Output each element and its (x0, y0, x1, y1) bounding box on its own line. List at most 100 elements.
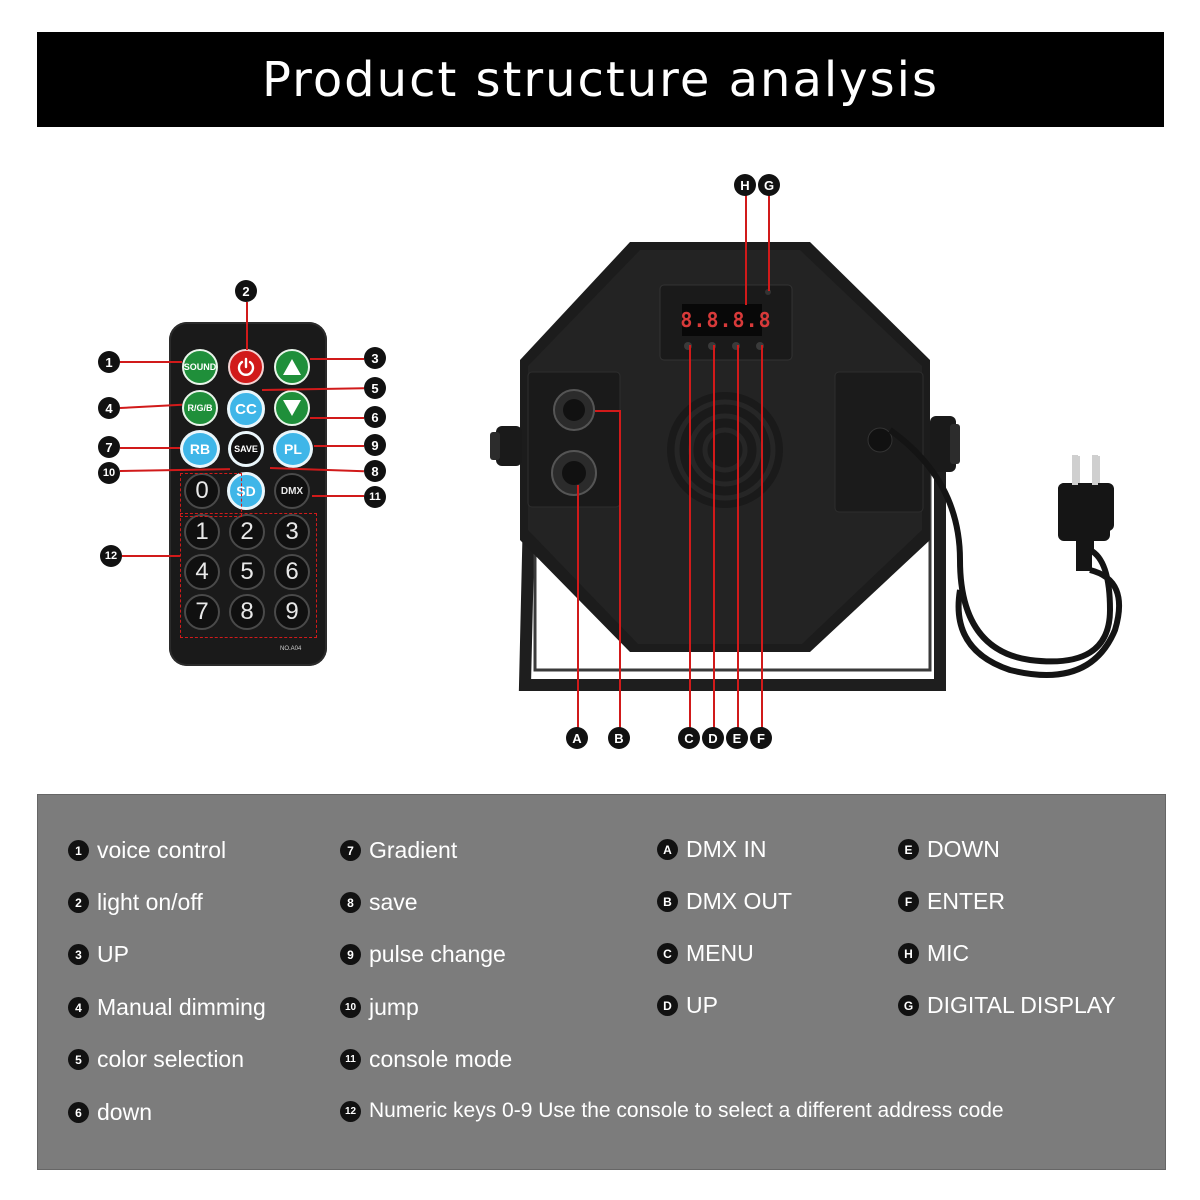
legend-marker: 10 (340, 997, 361, 1018)
remote-control: SOUND R/G/B CC RB SAVE PL 0 SD DMX 1 2 3… (169, 322, 327, 666)
leader-line-c (689, 345, 691, 728)
up-button (274, 349, 310, 385)
dmx-button: DMX (274, 473, 310, 509)
numeric-key: 2 (229, 514, 265, 550)
legend-item: 9 pulse change (340, 941, 506, 968)
marker-d: D (702, 727, 724, 749)
legend-label: Gradient (369, 837, 458, 863)
legend-marker: 5 (68, 1049, 89, 1070)
stage-light-illustration (490, 242, 1123, 691)
legend-label: DIGITAL DISPLAY (927, 992, 1116, 1018)
leader-line-3 (310, 358, 364, 360)
pl-button-label: PL (284, 441, 302, 457)
legend-marker: 11 (340, 1049, 361, 1070)
rb-button-label: RB (189, 441, 211, 457)
legend-label: MENU (686, 940, 754, 966)
numeric-key: 5 (229, 554, 265, 590)
dmx-button-label: DMX (280, 485, 304, 497)
legend-marker: 12 (340, 1100, 361, 1122)
digital-display-readout: 8.8.8.8 (680, 308, 772, 332)
marker-5: 5 (364, 377, 386, 399)
numeric-key: 0 (184, 473, 220, 509)
save-button: SAVE (228, 431, 264, 467)
legend-label: console mode (369, 1046, 513, 1072)
legend-marker: 6 (68, 1102, 89, 1123)
legend-label: ENTER (927, 888, 1005, 914)
legend-marker: D (657, 995, 678, 1016)
legend-marker: G (898, 995, 919, 1016)
pl-button: PL (273, 430, 313, 468)
legend-item: G DIGITAL DISPLAY (898, 992, 1116, 1019)
power-plug-icon (1058, 455, 1110, 571)
legend-label: save (369, 889, 418, 915)
rgb-button: R/G/B (182, 390, 218, 426)
legend-label: MIC (927, 940, 970, 966)
leader-line-6 (310, 417, 364, 419)
legend-item: 6 down (68, 1099, 152, 1126)
marker-2: 2 (235, 280, 257, 302)
marker-h: H (734, 174, 756, 196)
leader-line-2 (246, 302, 248, 350)
legend-item: 10 jump (340, 994, 419, 1021)
legend-label: down (97, 1099, 152, 1125)
leader-line-d (713, 345, 715, 728)
marker-c: C (678, 727, 700, 749)
marker-e: E (726, 727, 748, 749)
legend-label: color selection (97, 1046, 245, 1072)
legend-label: UP (97, 941, 129, 967)
marker-8: 8 (364, 460, 386, 482)
leader-line-b-top (595, 410, 621, 412)
marker-a: A (566, 727, 588, 749)
numeric-key: 4 (184, 554, 220, 590)
sound-button-label: SOUND (183, 362, 217, 372)
legend-item: 4 Manual dimming (68, 994, 266, 1021)
marker-3: 3 (364, 347, 386, 369)
leader-line-1 (120, 361, 182, 363)
legend-item: F ENTER (898, 888, 1005, 915)
leader-line-h (745, 195, 747, 305)
jump-highlight-box (180, 473, 242, 517)
legend-label: DMX IN (686, 836, 767, 862)
legend-label: voice control (97, 837, 227, 863)
legend-label: light on/off (97, 889, 203, 915)
marker-7: 7 (98, 436, 120, 458)
legend-item: 11 console mode (340, 1046, 512, 1073)
leader-line-12 (122, 555, 180, 557)
power-button (228, 349, 264, 385)
numeric-key: 1 (184, 514, 220, 550)
marker-9: 9 (364, 434, 386, 456)
legend-marker: 3 (68, 944, 89, 965)
legend-marker: F (898, 891, 919, 912)
legend-marker: 7 (340, 840, 361, 861)
rb-button: RB (180, 430, 220, 468)
legend-label: Manual dimming (97, 994, 266, 1020)
legend-marker: 2 (68, 892, 89, 913)
leader-line-9 (314, 445, 364, 447)
remote-model-text: NO.A04 (280, 646, 302, 652)
leader-line-a (577, 485, 579, 728)
legend-item: 8 save (340, 889, 418, 916)
legend-marker: 8 (340, 892, 361, 913)
legend-label: jump (369, 994, 419, 1020)
legend-item: 2 light on/off (68, 889, 203, 916)
legend-item: 7 Gradient (340, 837, 457, 864)
legend-marker: 9 (340, 944, 361, 965)
save-button-label: SAVE (234, 444, 258, 454)
marker-12: 12 (100, 545, 122, 567)
marker-10: 10 (98, 462, 120, 484)
marker-b: B (608, 727, 630, 749)
legend-label: pulse change (369, 941, 506, 967)
numeric-key: 7 (184, 594, 220, 630)
leader-line-e (737, 345, 739, 728)
marker-4: 4 (98, 397, 120, 419)
legend-panel: 1 voice control 2 light on/off 3 UP 4 Manual… (37, 794, 1166, 1170)
legend-marker: E (898, 839, 919, 860)
legend-marker: 1 (68, 840, 89, 861)
legend-marker: 4 (68, 997, 89, 1018)
down-button (274, 390, 310, 426)
legend-item: 1 voice control (68, 837, 226, 864)
